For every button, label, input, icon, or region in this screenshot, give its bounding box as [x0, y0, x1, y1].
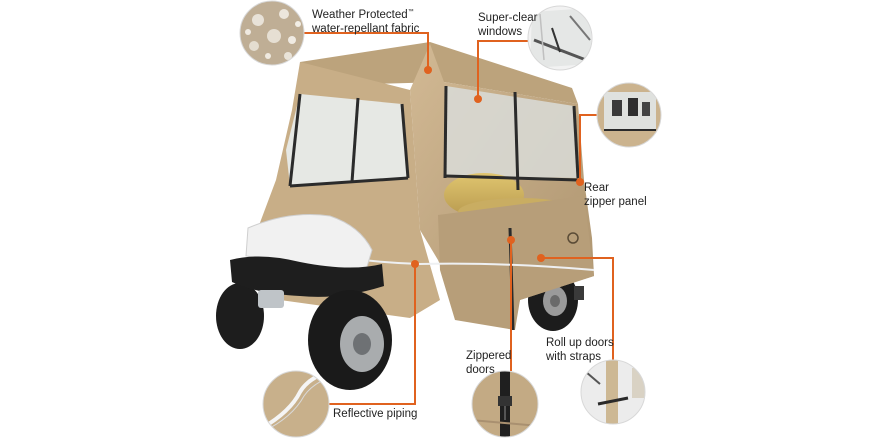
dot-windows: [474, 95, 482, 103]
side-window: [445, 86, 578, 178]
strap-icon: [580, 359, 646, 425]
callout-windows-line1: Super-clear: [478, 12, 538, 24]
front-wheel-far: [216, 283, 264, 349]
leader-line-fabric: [304, 32, 429, 70]
callout-windows-line2: windows: [478, 26, 523, 38]
callout-fabric-line1: Weather Protected: [312, 9, 408, 21]
front-wheel: [308, 290, 392, 390]
golf-cart-enclosure: [216, 42, 595, 390]
callout-rollup-line2: with straps: [546, 351, 601, 363]
front-window: [286, 94, 408, 186]
water-droplets-icon: [239, 0, 305, 66]
leader-line-rear: [579, 114, 597, 182]
callout-rear-line1: Rear: [584, 182, 609, 194]
piping-icon: [262, 370, 330, 438]
dot-doors: [507, 236, 515, 244]
logo-mark: [567, 232, 579, 244]
callout-fabric-line2: water-repellant fabric: [312, 23, 420, 35]
window-frames: [443, 85, 580, 191]
front-window-frames: [288, 93, 410, 188]
trademark-symbol: ™: [407, 9, 414, 15]
callout-rear-line2: zipper panel: [584, 196, 647, 208]
callout-doors-line2: doors: [466, 364, 495, 376]
callout-rear-label: Rear zipper panel: [584, 181, 647, 209]
callout-windows-label: Super-clear windows: [478, 11, 537, 39]
callout-fabric-label: Weather Protected™ water-repellant fabri…: [312, 5, 419, 36]
zipper-icon: [471, 370, 539, 438]
leader-line-rollup: [541, 257, 614, 360]
lower-side-panel: [438, 196, 594, 330]
dot-rear: [576, 178, 584, 186]
callout-piping-label: Reflective piping: [333, 407, 417, 421]
front-bumper: [230, 256, 384, 297]
callout-piping-line1: Reflective piping: [333, 408, 418, 420]
rear-panel-icon: [596, 82, 662, 148]
rear-hitch: [574, 286, 584, 300]
dot-fabric: [424, 66, 432, 74]
clear-window-icon: [527, 5, 593, 71]
leader-line-windows: [477, 40, 528, 99]
callout-rollup-line1: Roll up doors: [546, 337, 614, 349]
leader-lines: [304, 32, 614, 405]
callout-doors-line1: Zippered: [466, 350, 512, 362]
callout-doors-label: Zippered doors: [466, 349, 511, 377]
headlight: [258, 290, 284, 308]
dot-rollup: [537, 254, 545, 262]
dot-piping: [411, 260, 419, 268]
callout-rollup-label: Roll up doors with straps: [546, 336, 614, 364]
leader-dots: [411, 66, 584, 268]
leader-line-piping: [329, 264, 416, 405]
